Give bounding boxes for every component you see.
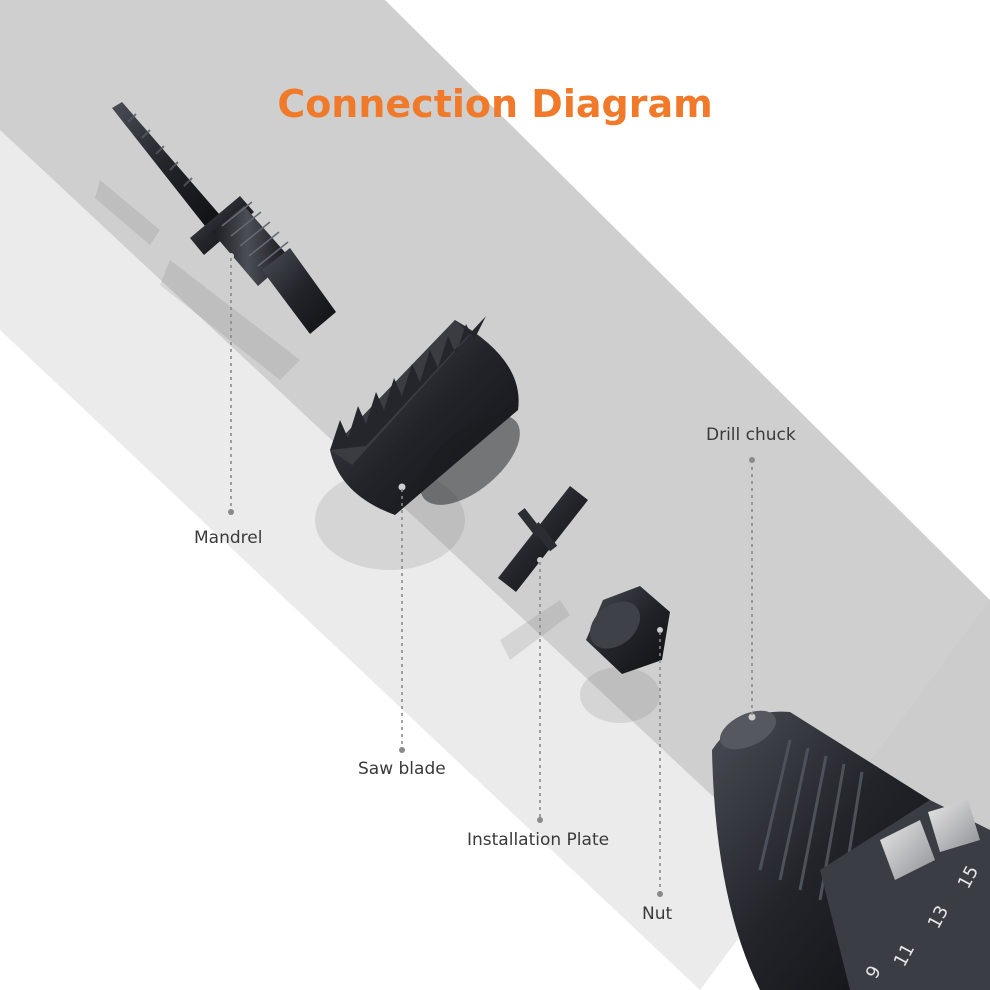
diagram-title: Connection Diagram bbox=[277, 82, 713, 126]
label-mandrel: Mandrel bbox=[194, 528, 263, 548]
label-drill-chuck: Drill chuck bbox=[706, 425, 796, 445]
mandrel-part bbox=[112, 102, 336, 334]
leader-dots bbox=[228, 457, 755, 897]
label-nut: Nut bbox=[642, 904, 673, 924]
nut-part bbox=[586, 586, 670, 674]
drill-part bbox=[712, 710, 990, 990]
installation-plate-part bbox=[498, 486, 588, 592]
label-installation-plate: Installation Plate bbox=[467, 830, 610, 850]
saw-blade-part bbox=[330, 316, 520, 515]
leader-lines bbox=[230, 258, 753, 892]
label-saw-blade: Saw blade bbox=[358, 759, 446, 779]
